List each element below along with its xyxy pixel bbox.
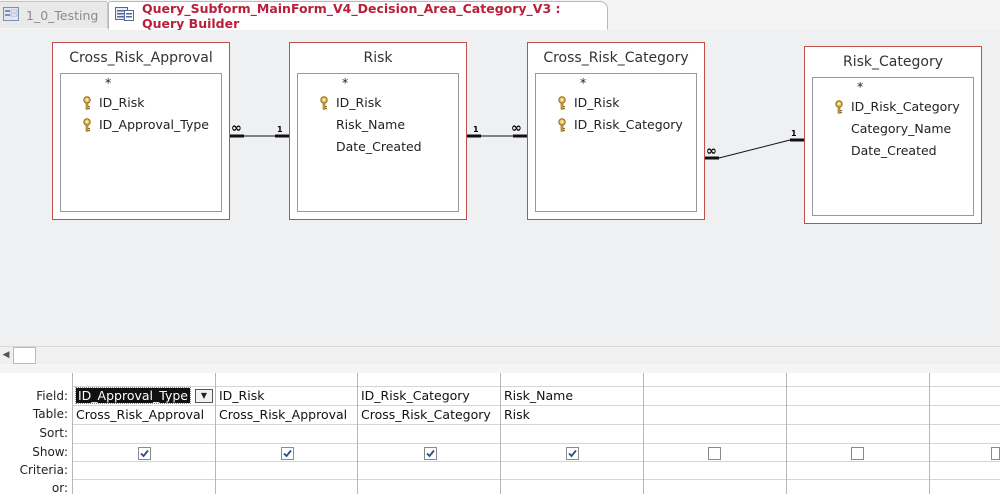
table-cross-risk-category[interactable]: Cross_Risk_Category * ID_Risk ID_Risk_Ca… — [527, 42, 705, 220]
grid-table-cell[interactable]: Cross_Risk_Approval — [219, 407, 348, 422]
field-all[interactable]: * — [105, 75, 112, 90]
grid-field-cell[interactable]: ID_Risk — [219, 388, 265, 403]
field-list: * ID_Risk Risk_Name Date_Created — [297, 73, 459, 212]
tab-1-0-testing[interactable]: 1_0_Testing — [0, 1, 108, 28]
field-label: ID_Risk — [336, 95, 382, 110]
query-design-pane: Cross_Risk_Approval * ID_Risk ID_Approva… — [0, 30, 1000, 346]
show-checkbox[interactable] — [851, 447, 864, 460]
field-item[interactable]: Date_Created — [298, 136, 458, 158]
field-all[interactable]: * — [342, 75, 349, 90]
show-checkbox[interactable] — [991, 447, 1000, 460]
field-all[interactable]: * — [580, 75, 587, 90]
field-label: ID_Risk — [99, 95, 145, 110]
table-title[interactable]: Risk — [363, 50, 393, 66]
show-checkbox[interactable] — [424, 447, 437, 460]
row-label-show: Show: — [32, 445, 68, 459]
field-item[interactable]: ID_Risk — [61, 92, 221, 114]
field-label: Date_Created — [851, 143, 937, 158]
field-item[interactable]: ID_Risk_Category — [536, 114, 696, 136]
key-icon — [834, 99, 844, 114]
key-icon — [557, 95, 567, 110]
grid-table-cell[interactable]: Cross_Risk_Category — [361, 407, 491, 422]
selected-field-text: ID_Approval_Type — [75, 387, 191, 404]
field-label: Category_Name — [851, 121, 952, 136]
field-all[interactable]: * — [857, 79, 864, 94]
table-title[interactable]: Cross_Risk_Category — [543, 50, 689, 66]
row-label-sort: Sort: — [39, 426, 68, 440]
field-label: ID_Approval_Type — [99, 117, 209, 132]
field-item[interactable]: Category_Name — [813, 118, 973, 140]
field-item[interactable]: Date_Created — [813, 140, 973, 162]
row-label-field: Field: — [36, 389, 68, 403]
chevron-down-icon[interactable]: ▼ — [195, 389, 213, 403]
show-checkbox[interactable] — [708, 447, 721, 460]
grid-field-cell[interactable]: ID_Risk_Category — [361, 388, 470, 403]
rel-many-label: ∞ — [231, 121, 242, 136]
join-line-category-riskcategory — [705, 138, 804, 160]
table-cross-risk-approval[interactable]: Cross_Risk_Approval * ID_Risk ID_Approva… — [52, 42, 230, 220]
field-item[interactable]: ID_Risk — [536, 92, 696, 114]
field-item[interactable]: ID_Approval_Type — [61, 114, 221, 136]
key-icon — [557, 117, 567, 132]
grid-table-cell[interactable]: Cross_Risk_Approval — [76, 407, 205, 422]
rel-one-label: 1 — [277, 125, 283, 134]
rel-many-label: ∞ — [706, 144, 717, 159]
tab-label: 1_0_Testing — [26, 7, 99, 23]
field-list: * ID_Risk_Category Category_Name Date_Cr… — [812, 77, 974, 216]
table-title[interactable]: Cross_Risk_Approval — [69, 50, 213, 66]
row-label-criteria: Criteria: — [19, 463, 68, 477]
field-item[interactable]: ID_Risk_Category — [813, 96, 973, 118]
field-item[interactable]: ID_Risk — [298, 92, 458, 114]
field-item[interactable]: Risk_Name — [298, 114, 458, 136]
pane-splitter[interactable]: ◀ — [0, 346, 1000, 365]
form-icon — [3, 6, 19, 24]
field-label: Risk_Name — [336, 117, 406, 132]
rel-one-label: 1 — [473, 125, 479, 134]
query-builder-icon — [115, 6, 135, 25]
horizontal-scroll-thumb[interactable] — [13, 347, 36, 364]
field-label: ID_Risk_Category — [851, 99, 960, 114]
query-design-grid: Field: Table: Sort: Show: Criteria: or: … — [0, 373, 1000, 495]
document-tab-bar: 1_0_Testing Query_Subform_MainForm_V4_De… — [0, 0, 1000, 31]
rel-many-label: ∞ — [511, 121, 522, 136]
row-label-table: Table: — [32, 407, 68, 421]
field-list: * ID_Risk ID_Risk_Category — [535, 73, 697, 212]
row-label-or: or: — [51, 481, 68, 495]
field-label: Date_Created — [336, 139, 422, 154]
scroll-left-arrow-icon[interactable]: ◀ — [2, 350, 10, 360]
tab-query-builder[interactable]: Query_Subform_MainForm_V4_Decision_Area_… — [108, 0, 608, 31]
tab-label: Query_Subform_MainForm_V4_Decision_Area_… — [142, 0, 561, 31]
rel-one-label: 1 — [791, 129, 797, 138]
key-icon — [82, 117, 92, 132]
grid-table-cell[interactable]: Risk — [504, 407, 530, 422]
grid-field-cell[interactable]: ID_Approval_Type — [73, 387, 191, 405]
key-icon — [319, 95, 329, 110]
table-risk[interactable]: Risk * ID_Risk Risk_Name Date_Created — [289, 42, 467, 220]
table-risk-category[interactable]: Risk_Category * ID_Risk_Category Categor… — [804, 46, 982, 224]
field-label: ID_Risk_Category — [574, 117, 683, 132]
key-icon — [82, 95, 92, 110]
grid-header-strip — [0, 364, 1000, 373]
field-label: ID_Risk — [574, 95, 620, 110]
grid-field-cell[interactable]: Risk_Name — [504, 388, 574, 403]
field-list: * ID_Risk ID_Approval_Type — [60, 73, 222, 212]
show-checkbox[interactable] — [281, 447, 294, 460]
show-checkbox[interactable] — [138, 447, 151, 460]
table-title[interactable]: Risk_Category — [843, 54, 943, 70]
show-checkbox[interactable] — [566, 447, 579, 460]
